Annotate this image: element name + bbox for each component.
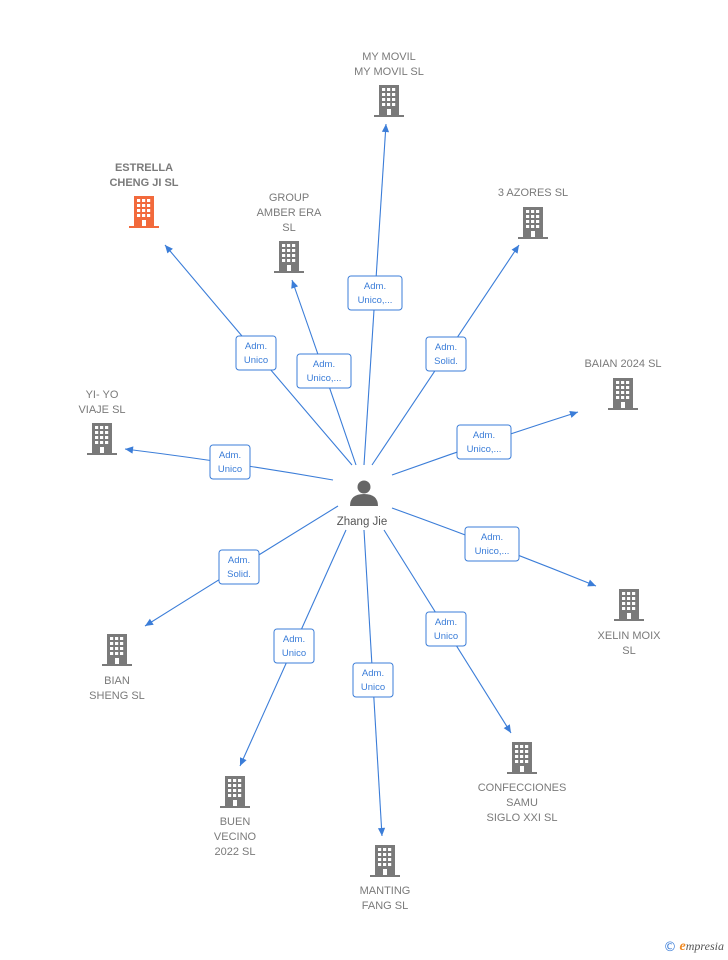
company-name-line-xelin-0: XELIN MOIX [598, 630, 662, 642]
role-text-my-movil-0: Adm. [364, 281, 386, 292]
company-name-line-yi-yo-1: VIAJE SL [78, 404, 125, 416]
building-icon-yi-yo[interactable] [87, 423, 117, 455]
role-badge-baian[interactable]: Adm. Unico,... [456, 424, 512, 460]
arrowhead-yi-yo [125, 446, 134, 454]
role-badge-yi-yo[interactable]: Adm. Unico [209, 444, 251, 480]
role-badge-azores[interactable]: Adm. Solid. [425, 336, 467, 372]
building-icon-my-movil[interactable] [374, 85, 404, 117]
arrowhead-baian [569, 411, 578, 418]
role-text-xelin-0: Adm. [481, 532, 503, 543]
building-icon-estrella[interactable] [129, 196, 159, 228]
company-name-line-estrella-1: CHENG JI SL [109, 177, 178, 189]
role-text-azores-1: Solid. [434, 356, 458, 367]
role-text-baian-0: Adm. [473, 430, 495, 441]
company-name-line-group-amber-1: AMBER ERA [257, 207, 322, 219]
company-name-line-buen-1: VECINO [214, 831, 257, 843]
building-icon-xelin[interactable] [614, 589, 644, 621]
company-label-my-movil[interactable]: MY MOVIL MY MOVIL SL [354, 51, 424, 78]
company-name-line-estrella-0: ESTRELLA [115, 162, 173, 174]
arrowhead-azores [511, 245, 519, 254]
company-label-yi-yo[interactable]: YI- YO VIAJE SL [78, 389, 125, 416]
company-name-line-group-amber-0: GROUP [269, 192, 309, 204]
building-icon-group-amber[interactable] [274, 241, 304, 273]
building-icon-baian[interactable] [608, 378, 638, 410]
arrowhead-estrella [165, 245, 173, 254]
role-text-yi-yo-0: Adm. [219, 450, 241, 461]
company-name-line-yi-yo-0: YI- YO [86, 389, 119, 401]
person-icon[interactable] [350, 480, 378, 507]
company-name-line-buen-2: 2022 SL [215, 846, 256, 858]
company-label-azores[interactable]: 3 AZORES SL [498, 187, 568, 199]
company-name-line-bian-1: SHENG SL [89, 690, 145, 702]
role-text-bian-0: Adm. [228, 555, 250, 566]
company-name-line-manting-1: FANG SL [362, 900, 408, 912]
role-text-confecciones-0: Adm. [435, 617, 457, 628]
role-badge-group-amber[interactable]: Adm. Unico,... [296, 353, 352, 389]
arrowhead-confecciones [503, 724, 511, 733]
role-text-manting-0: Adm. [362, 668, 384, 679]
role-text-estrella-0: Adm. [245, 341, 267, 352]
company-label-confecciones[interactable]: CONFECCIONES SAMU SIGLO XXI SL [478, 782, 567, 824]
company-label-buen[interactable]: BUEN VECINO 2022 SL [214, 816, 257, 858]
company-name-line-confecciones-2: SIGLO XXI SL [487, 812, 558, 824]
company-label-bian[interactable]: BIAN SHENG SL [89, 675, 145, 702]
arrowhead-group-amber [291, 280, 299, 289]
arrowhead-manting [377, 827, 386, 836]
role-text-group-amber-0: Adm. [313, 359, 335, 370]
company-name-line-baian-0: BAIAN 2024 SL [584, 358, 661, 370]
building-icon-azores[interactable] [518, 207, 548, 239]
company-name-line-buen-0: BUEN [220, 816, 251, 828]
role-badge-bian[interactable]: Adm. Solid. [218, 549, 260, 585]
role-text-baian-1: Unico,... [467, 444, 502, 455]
role-text-bian-1: Solid. [227, 569, 251, 580]
role-text-buen-0: Adm. [283, 634, 305, 645]
building-icon-confecciones[interactable] [507, 742, 537, 774]
company-label-xelin[interactable]: XELIN MOIX SL [598, 630, 662, 657]
company-name-line-bian-0: BIAN [104, 675, 130, 687]
brand-name: empresia [679, 939, 724, 954]
building-icon-bian[interactable] [102, 634, 132, 666]
role-badge-xelin[interactable]: Adm. Unico,... [464, 526, 520, 562]
role-badge-confecciones[interactable]: Adm. Unico [425, 611, 467, 647]
role-text-yi-yo-1: Unico [218, 464, 242, 475]
role-text-azores-0: Adm. [435, 342, 457, 353]
arrowhead-xelin [587, 579, 596, 587]
role-text-xelin-1: Unico,... [475, 546, 510, 557]
company-name-line-confecciones-0: CONFECCIONES [478, 782, 567, 794]
company-name-line-my-movil-0: MY MOVIL [362, 51, 416, 63]
company-name-line-confecciones-1: SAMU [506, 797, 538, 809]
role-badge-my-movil[interactable]: Adm. Unico,... [347, 275, 403, 311]
building-icon-manting[interactable] [370, 845, 400, 877]
role-text-estrella-1: Unico [244, 355, 268, 366]
company-name-line-azores-0: 3 AZORES SL [498, 187, 568, 199]
empresia-watermark: © empresia [664, 938, 724, 956]
arrowhead-bian [145, 618, 154, 626]
nodes-layer: MY MOVIL MY MOVIL SL ESTRELLA CHENG JI SL GR… [78, 51, 661, 912]
company-name-line-xelin-1: SL [622, 645, 635, 657]
role-badge-manting[interactable]: Adm. Unico [352, 662, 394, 698]
role-text-confecciones-1: Unico [434, 631, 458, 642]
role-badge-buen[interactable]: Adm. Unico [273, 628, 315, 664]
building-icon-buen[interactable] [220, 776, 250, 808]
center-person[interactable]: Zhang Jie [337, 480, 388, 529]
company-label-manting[interactable]: MANTING FANG SL [360, 885, 411, 912]
company-name-line-my-movil-1: MY MOVIL SL [354, 66, 424, 78]
copyright-icon: © [663, 939, 677, 955]
company-name-line-group-amber-2: SL [282, 222, 295, 234]
company-label-estrella[interactable]: ESTRELLA CHENG JI SL [109, 162, 178, 189]
arrowhead-my-movil [381, 124, 390, 133]
role-text-my-movil-1: Unico,... [358, 295, 393, 306]
company-label-baian[interactable]: BAIAN 2024 SL [584, 358, 661, 370]
person-name: Zhang Jie [337, 516, 388, 528]
role-text-group-amber-1: Unico,... [307, 373, 342, 384]
company-label-group-amber[interactable]: GROUP AMBER ERA SL [257, 192, 322, 234]
arrowhead-buen [239, 757, 247, 766]
role-text-buen-1: Unico [282, 648, 306, 659]
role-badge-estrella[interactable]: Adm. Unico [235, 335, 277, 371]
role-text-manting-1: Unico [361, 682, 385, 693]
company-name-line-manting-0: MANTING [360, 885, 411, 897]
